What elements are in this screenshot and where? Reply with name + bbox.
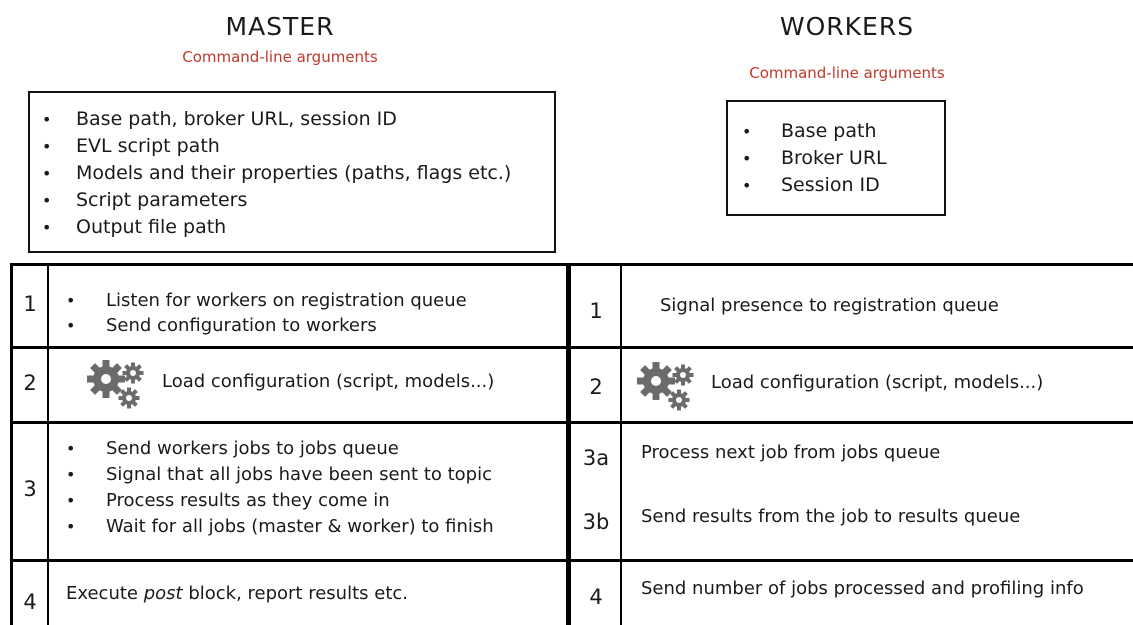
master-step-4-text-post: block, report results etc. (182, 583, 408, 604)
master-arg-item: Script parameters (30, 187, 554, 214)
master-arg-item: EVL script path (30, 133, 554, 160)
table-border-left (10, 263, 13, 625)
worker-step-3a-text: Process next job from jobs queue (641, 442, 941, 463)
worker-step-4-text: Send number of jobs processed and profil… (641, 578, 1084, 599)
master-step-3-item: Process results as they come in (66, 488, 494, 514)
master-step-1-item: Send configuration to workers (66, 313, 467, 338)
master-arg-item: Models and their properties (paths, flag… (30, 160, 554, 187)
master-step-4-text-em: post (143, 583, 183, 604)
worker-step-1-text: Signal presence to registration queue (660, 295, 999, 316)
master-args-box: Base path, broker URL, session ID EVL sc… (28, 91, 556, 253)
master-subtitle: Command-line arguments (182, 48, 378, 66)
worker-step-1-number: 1 (589, 299, 603, 323)
worker-step-3b-number: 3b (582, 510, 610, 534)
master-args-list: Base path, broker URL, session ID EVL sc… (30, 93, 554, 241)
master-arg-item: Base path, broker URL, session ID (30, 106, 554, 133)
workers-subtitle: Command-line arguments (749, 64, 945, 82)
workers-title: WORKERS (779, 12, 915, 41)
worker-step-3a-number: 3a (582, 446, 610, 470)
row-divider (10, 346, 1133, 349)
worker-args-list: Base path Broker URL Session ID (728, 102, 944, 199)
gears-icon (87, 360, 144, 409)
master-step-3-number: 3 (23, 477, 37, 501)
master-arg-item: Output file path (30, 214, 554, 241)
master-step-1-list: Listen for workers on registration queue… (66, 288, 467, 338)
master-step-1-item: Listen for workers on registration queue (66, 288, 467, 313)
master-step-3-item: Signal that all jobs have been sent to t… (66, 462, 494, 488)
worker-arg-item: Session ID (728, 172, 944, 199)
master-title: MASTER (225, 12, 335, 41)
row-divider (10, 559, 1133, 562)
master-step-3-item: Wait for all jobs (master & worker) to f… (66, 514, 494, 540)
master-step-2-text: Load configuration (script, models...) (162, 371, 495, 392)
master-step-2-number: 2 (23, 371, 37, 395)
worker-step-3b-text: Send results from the job to results que… (641, 506, 1021, 527)
column-divider (566, 263, 571, 625)
worker-step-4-number: 4 (589, 585, 603, 609)
master-step-3-item: Send workers jobs to jobs queue (66, 436, 494, 462)
gears-icon (637, 362, 694, 411)
row-divider (10, 421, 1133, 424)
worker-num-divider (620, 263, 622, 625)
table-border-top (10, 263, 1133, 266)
worker-args-box: Base path Broker URL Session ID (726, 100, 946, 216)
master-step-4-text: Execute post block, report results etc. (66, 583, 408, 604)
worker-step-2-text: Load configuration (script, models...) (711, 372, 1044, 393)
master-num-divider (47, 263, 49, 625)
worker-step-2-number: 2 (589, 375, 603, 399)
master-step-1-number: 1 (23, 292, 37, 316)
worker-arg-item: Base path (728, 118, 944, 145)
worker-arg-item: Broker URL (728, 145, 944, 172)
master-step-3-list: Send workers jobs to jobs queue Signal t… (66, 436, 494, 540)
master-step-4-number: 4 (23, 590, 37, 614)
master-step-4-text-pre: Execute (66, 583, 144, 604)
